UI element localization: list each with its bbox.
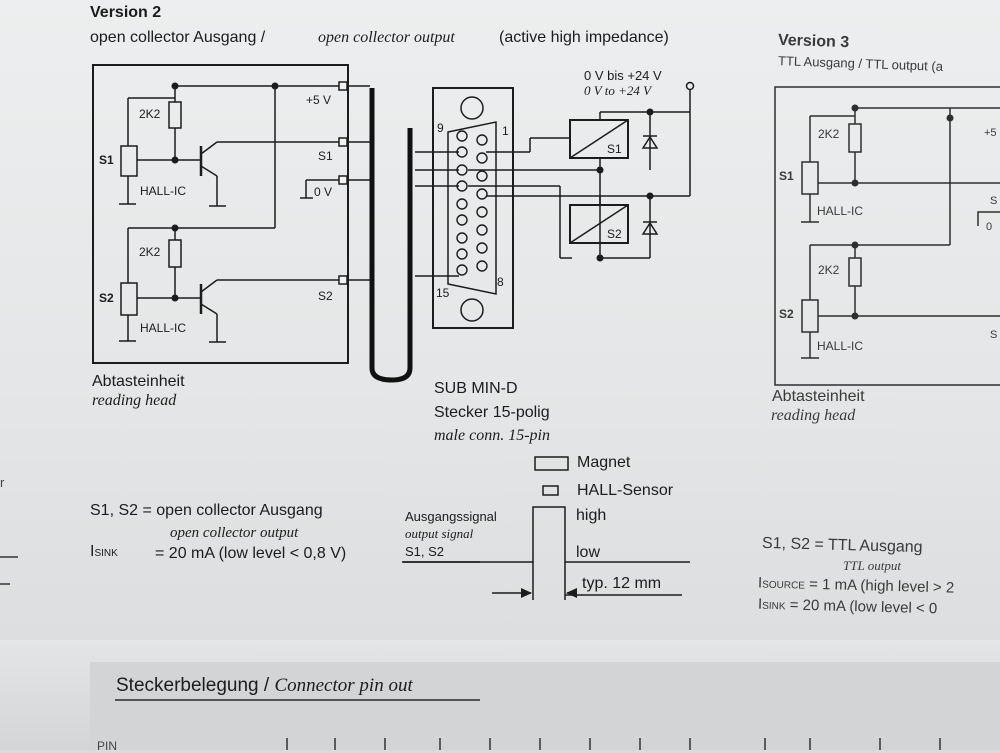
signal-label-de: Ausgangssignal xyxy=(405,509,497,524)
level-high: high xyxy=(576,507,607,524)
version3-pin-0v: 0 xyxy=(986,221,993,233)
typ-width: typ. 12 mm xyxy=(582,575,662,592)
pin-label-s1: S1 xyxy=(318,149,333,163)
reading-head-de: Abtasteinheit xyxy=(92,373,185,390)
legend-magnet: Magnet xyxy=(577,454,631,471)
version3-hall-s1: HALL-IC xyxy=(817,204,864,218)
connector-pin-15: 15 xyxy=(436,286,450,300)
version3-resistor-s2: 2K2 xyxy=(818,263,840,277)
sensor-label-s2: S2 xyxy=(99,291,114,305)
left-edge-fragment: r xyxy=(0,475,5,490)
signal-channels: S1, S2 xyxy=(405,544,445,559)
connector-en: male conn. 15-pin xyxy=(434,427,550,444)
isink-value: = 20 mA (low level < 0,8 V) xyxy=(155,545,347,562)
version3-sensor-s2: S2 xyxy=(779,307,794,321)
version2-heading: Version 2 xyxy=(90,4,162,21)
cable xyxy=(369,88,413,383)
spec-de: S1, S2 = open collector Ausgang xyxy=(90,502,323,519)
pin-label-0v: 0 V xyxy=(314,185,333,199)
version3-resistor-s1: 2K2 xyxy=(818,127,840,141)
hall-sensor-s2 xyxy=(120,282,138,316)
subd-connector xyxy=(432,87,514,329)
connector-pin-9: 9 xyxy=(437,121,444,135)
connector-pin-1: 1 xyxy=(502,124,509,138)
sensor-label-s1: S1 xyxy=(99,153,114,167)
version3-spec-en: TTL output xyxy=(843,558,901,573)
supply-voltage-de: 0 V bis +24 V xyxy=(584,68,662,83)
resistor-label-s1: 2K2 xyxy=(139,107,161,121)
connector-de: Stecker 15-polig xyxy=(434,404,550,421)
hall-ic-label-s1: HALL-IC xyxy=(140,184,187,198)
pin-label-s2: S2 xyxy=(318,289,333,303)
signal-label-en: output signal xyxy=(405,526,474,541)
legend-hall-sensor: HALL-Sensor xyxy=(577,482,674,499)
version3-pin-5v: +5 xyxy=(984,127,997,139)
relay-s1 xyxy=(569,119,629,159)
reading-head-en: reading head xyxy=(92,392,177,409)
relay-label-s1: S1 xyxy=(607,142,622,156)
relay-s2 xyxy=(569,204,629,244)
reading-head-box xyxy=(92,64,349,364)
section-title: Steckerbelegung / Connector pin out xyxy=(116,675,413,696)
hall-sensor-s1 xyxy=(120,145,138,177)
connector-pin-8: 8 xyxy=(497,275,504,289)
connector-title: SUB MIN-D xyxy=(434,380,518,397)
version3-heading: Version 3 xyxy=(777,31,850,52)
relay-label-s2: S2 xyxy=(607,227,622,241)
hall-ic-label-s2: HALL-IC xyxy=(140,321,187,335)
supply-voltage-en: 0 V to +24 V xyxy=(584,83,652,98)
table-header-fragment: PIN xyxy=(97,739,118,753)
version2-subtitle-tail: (active high impedance) xyxy=(499,29,669,46)
signal-pulse xyxy=(402,506,690,563)
version3-sensor-s1: S1 xyxy=(779,169,794,183)
pin-table-band xyxy=(90,662,1000,750)
resistor-label-s2: 2K2 xyxy=(139,245,161,259)
magnet-legend xyxy=(534,456,569,471)
hall-legend xyxy=(542,485,559,496)
version2-subtitle-de: open collector Ausgang / xyxy=(90,29,266,46)
version3-pin-s2: S xyxy=(990,329,998,341)
printed-page xyxy=(0,0,1000,640)
spec-en: open collector output xyxy=(170,525,299,541)
pin-label-5v: +5 V xyxy=(306,93,332,107)
level-low: low xyxy=(576,544,601,561)
version3-reading-head-de: Abtasteinheit xyxy=(772,388,865,405)
version3-hall-s2: HALL-IC xyxy=(817,339,864,353)
version3-reading-head-en: reading head xyxy=(771,407,856,424)
isink-symbol: ISINK xyxy=(90,543,118,560)
version3-pin-s1: S xyxy=(990,195,998,207)
version2-subtitle-en: open collector output xyxy=(318,29,455,46)
